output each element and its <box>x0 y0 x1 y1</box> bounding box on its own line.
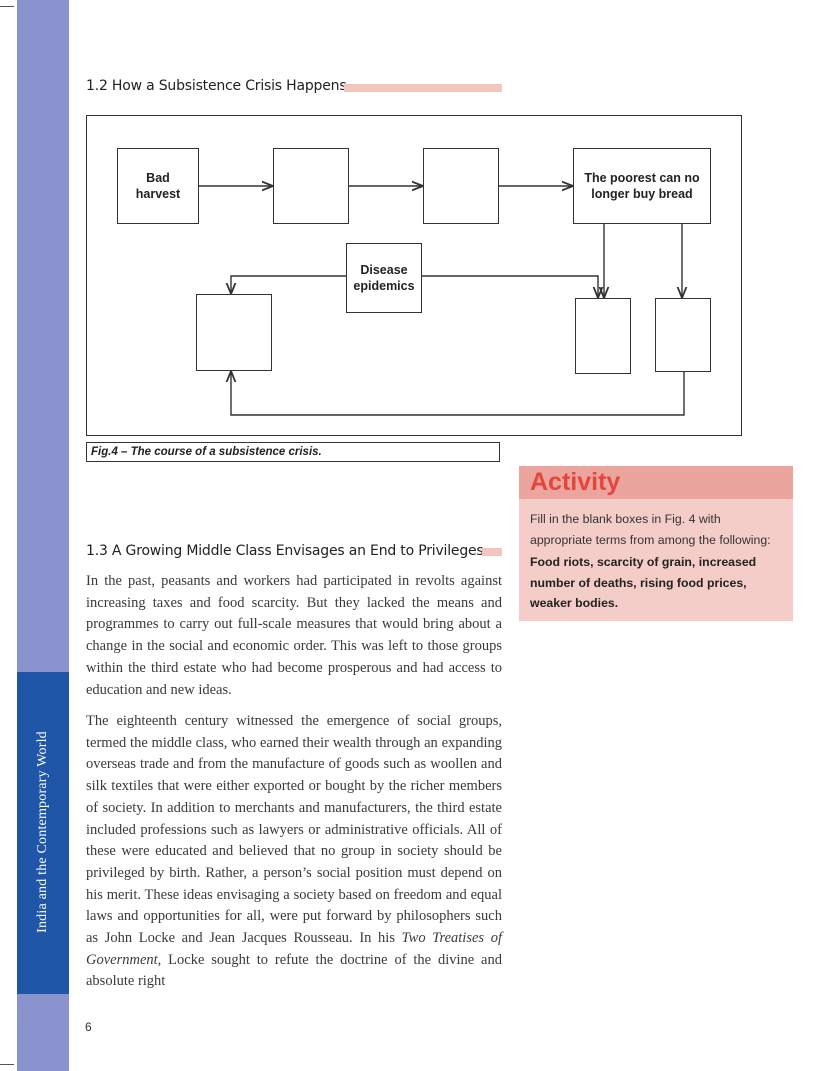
section-heading-1-2: 1.2 How a Subsistence Crisis Happens <box>86 78 347 94</box>
diagram-box-blank-5 <box>655 298 711 372</box>
arrow-disease-to-box4 <box>422 275 598 298</box>
diagram-box-blank-3 <box>196 294 272 371</box>
figure-caption: Fig.4 – The course of a subsistence cris… <box>86 442 500 462</box>
arrow-disease-to-box3 <box>231 275 346 294</box>
activity-box: Activity Fill in the blank boxes in Fig.… <box>519 466 793 621</box>
paragraph-2: The eighteenth century witnessed the eme… <box>86 711 502 993</box>
page-number: 6 <box>85 1020 92 1034</box>
paragraph-2-tail: Locke sought to refute the doctrine of t… <box>86 951 502 990</box>
activity-body: Fill in the blank boxes in Fig. 4 with a… <box>519 499 793 614</box>
paragraph-1: In the past, peasants and workers had pa… <box>86 573 502 698</box>
diagram-box-poorest: The poorest can no longer buy bread <box>573 148 711 224</box>
diagram-box-disease: Disease epidemics <box>346 243 422 313</box>
arrow-feedback-to-box3 <box>231 371 685 416</box>
heading-accent-bar-2 <box>482 548 502 556</box>
heading-accent-bar <box>344 84 502 92</box>
book-title-italic: Two Treatises of Government, <box>86 930 502 968</box>
section-heading-1-3: 1.3 A Growing Middle Class Envisages an … <box>86 543 484 559</box>
crop-mark-bottom <box>0 1064 14 1065</box>
crop-mark-top <box>0 6 14 7</box>
activity-title: Activity <box>519 466 793 499</box>
diagram-box-blank-1 <box>273 148 349 224</box>
paragraph-2-text: The eighteenth century witnessed the eme… <box>86 713 502 947</box>
side-band <box>17 672 69 994</box>
diagram-box-blank-2 <box>423 148 499 224</box>
diagram-frame <box>86 115 742 436</box>
activity-terms: Food riots, scarcity of grain, increased… <box>530 555 757 610</box>
diagram-box-bad-harvest: Bad harvest <box>117 148 199 224</box>
activity-instruction: Fill in the blank boxes in Fig. 4 with a… <box>530 512 771 547</box>
diagram-box-blank-4 <box>575 298 631 374</box>
